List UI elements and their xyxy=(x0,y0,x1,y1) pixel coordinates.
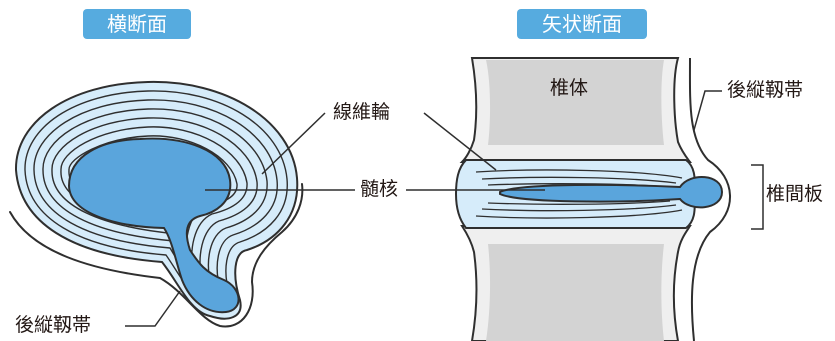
disc-label: 椎間板 xyxy=(766,183,824,205)
sagittal-title: 矢状断面 xyxy=(517,9,647,39)
transverse-title: 横断面 xyxy=(83,9,191,39)
sagittal-section xyxy=(406,57,764,341)
plp-label-left: 後縦靱帯 xyxy=(15,314,92,336)
nucleus-sagittal xyxy=(499,175,724,209)
annulus-label: 線維輪 xyxy=(333,101,391,123)
posterior-ligament-sagittal xyxy=(688,57,731,341)
nucleus-transverse xyxy=(67,137,240,314)
posterior-ligament-outline xyxy=(9,183,304,328)
plp-label-right: 後縦靱帯 xyxy=(727,79,804,101)
nucleus-label: 髄核 xyxy=(360,178,399,200)
vertebral-body-label: 椎体 xyxy=(550,77,589,99)
transverse-section xyxy=(9,80,355,328)
